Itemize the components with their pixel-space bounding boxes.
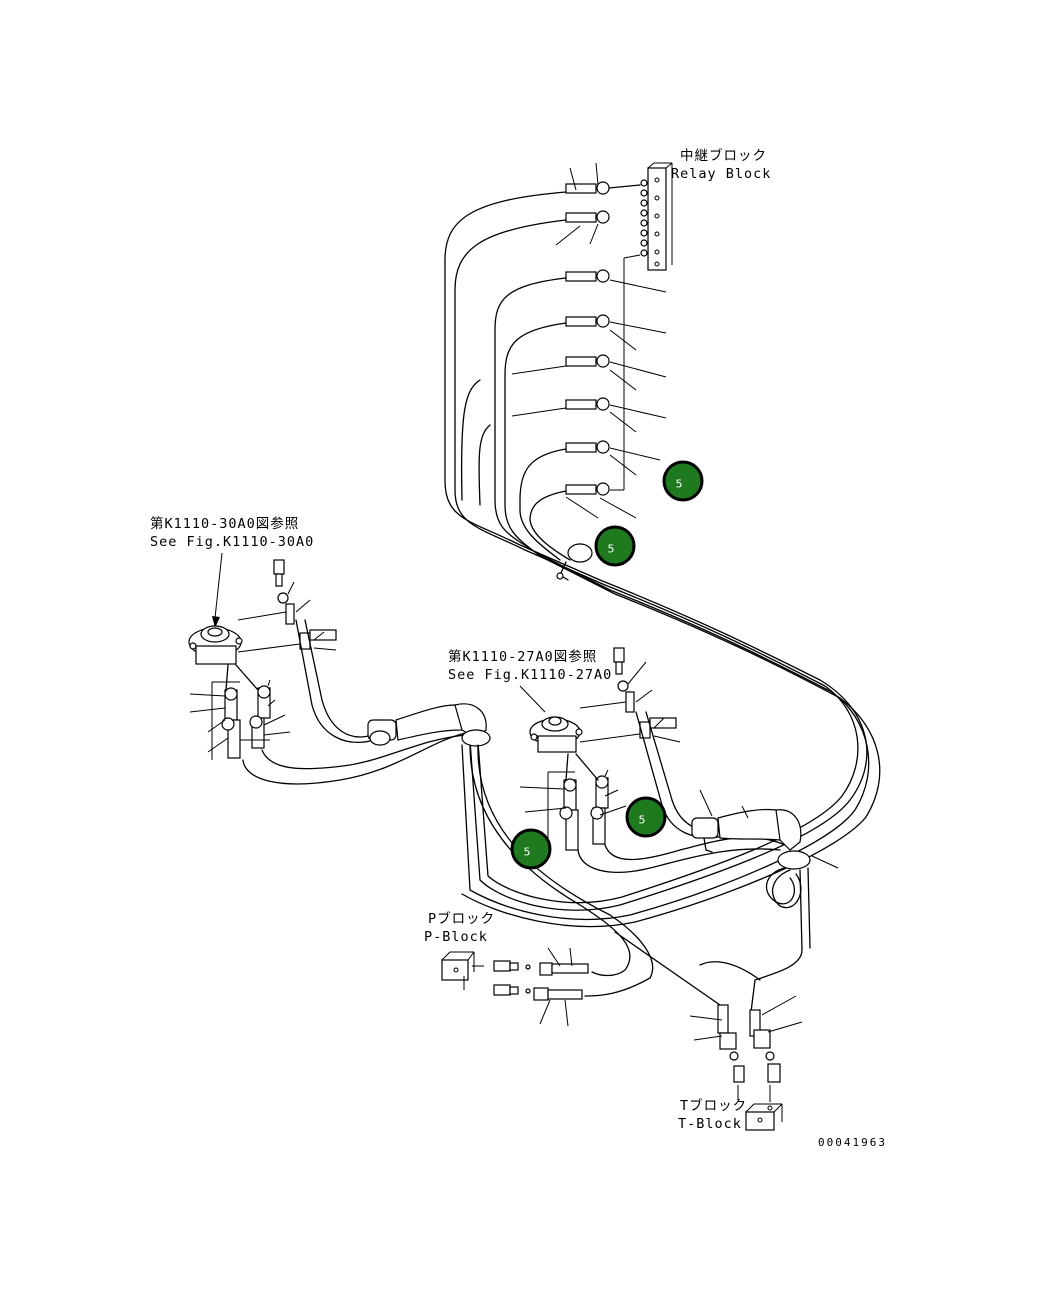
callout-badge-2[interactable]: 5	[594, 525, 636, 567]
t-block-label-jp: Tブロック	[680, 1097, 747, 1114]
lower-hoses	[469, 744, 761, 1006]
callout-badge-4[interactable]: 5	[510, 828, 552, 870]
middle-hose-clamp	[691, 789, 839, 870]
t-block	[745, 1103, 783, 1131]
relay-fittings	[565, 181, 641, 496]
ref2-label-jp: 第K1110-27A0図参照	[448, 648, 597, 665]
p-block	[441, 951, 484, 990]
ref1-label-jp: 第K1110-30A0図参照	[150, 515, 299, 532]
relay-ports	[640, 177, 660, 267]
ref1-arrowhead	[212, 616, 220, 628]
relay-leaders	[511, 162, 667, 519]
relay-block	[640, 162, 673, 271]
left-valve-bolts	[237, 559, 337, 653]
callout-badge-3[interactable]: 5	[625, 796, 667, 838]
relay-block-label-jp: 中継ブロック	[680, 147, 767, 164]
hose-bundle-main	[444, 191, 881, 928]
ref2-leader-line	[519, 685, 546, 713]
left-valve	[188, 625, 243, 665]
ref2-label-en: See Fig.K1110-27A0	[448, 667, 612, 683]
t-block-label-en: T-Block	[678, 1116, 742, 1132]
bundle-clamp-upper	[556, 543, 593, 581]
p-block-label-en: P-Block	[424, 929, 488, 945]
hose-coil	[749, 867, 811, 1021]
callout-badge-1[interactable]: 5	[662, 460, 704, 502]
p-block-fittings	[493, 947, 589, 1027]
left-hoses	[225, 619, 471, 785]
p-block-label-jp: Pブロック	[428, 910, 495, 927]
left-hose-clamp	[367, 703, 491, 747]
drawing-number: 00041963	[818, 1136, 887, 1149]
middle-valve	[529, 716, 583, 753]
ref1-arrow-line	[214, 552, 223, 619]
middle-valve-fittings	[519, 769, 627, 851]
left-valve-fittings	[189, 679, 291, 760]
ref1-label-en: See Fig.K1110-30A0	[150, 534, 314, 550]
relay-block-label-en: Relay Block	[671, 166, 771, 182]
middle-valve-bolts	[579, 647, 681, 743]
t-block-fittings	[689, 995, 803, 1102]
